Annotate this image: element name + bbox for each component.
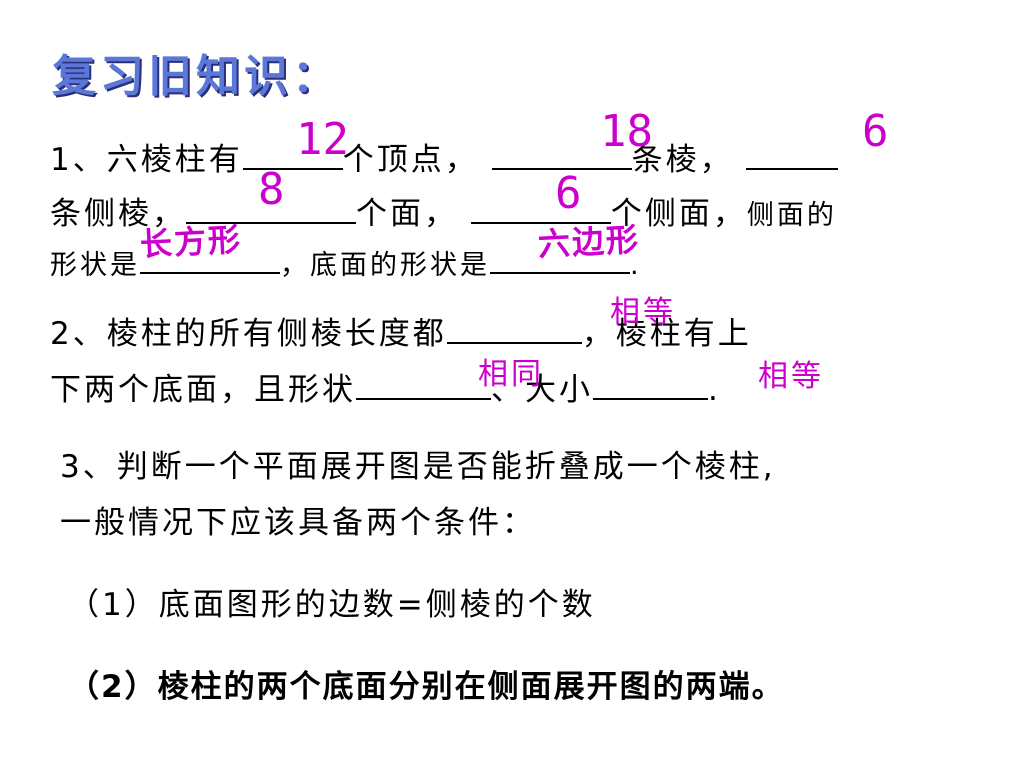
q2-line1: 2、棱柱的所有侧棱长度都 ，棱柱有上 xyxy=(50,316,752,350)
q1-line1-text-c: 条棱， xyxy=(631,142,734,178)
blank-lateral-lengths xyxy=(446,316,582,344)
q1-line2-text-a: 条侧棱， xyxy=(50,196,186,232)
q2-line2-text-b: 、大小 xyxy=(491,372,593,408)
blank-edges xyxy=(491,142,632,170)
q1-line2-text-d: 侧面的 xyxy=(746,200,837,231)
answer-edges: 18 xyxy=(600,106,653,157)
answer-lateral-edges: 6 xyxy=(862,106,889,157)
blank-faces xyxy=(186,196,356,224)
q1-line2-text-c: 个侧面， xyxy=(610,196,747,232)
blank-vertices xyxy=(242,142,343,170)
answer-lateral-faces: 6 xyxy=(555,168,582,219)
blank-lateral-edges xyxy=(746,142,839,170)
q1-line3-text-b: ，底面的形状是 xyxy=(280,250,490,281)
q1-line1-text-a: 1、六棱柱有 xyxy=(50,142,243,178)
answer-lateral-lengths: 相等 xyxy=(610,295,676,330)
answer-size: 相等 xyxy=(758,359,824,394)
answer-faces: 8 xyxy=(258,164,285,215)
q2-line2: 下两个底面，且形状 、大小. xyxy=(50,372,721,406)
q3-line1: 3、判断一个平面展开图是否能折叠成一个棱柱, xyxy=(60,449,776,485)
answer-base-shape: 六边形 xyxy=(537,220,641,264)
q2-line1-text-a: 2、棱柱的所有侧棱长度都 xyxy=(50,316,447,352)
blank-lateral-faces xyxy=(470,196,611,224)
q1-line3: 形状是 ，底面的形状是. xyxy=(50,250,642,279)
q1-line2-text-b: 个面， xyxy=(356,196,458,232)
q1-line3-text-c: . xyxy=(630,250,642,281)
answer-lateral-shape: 长方形 xyxy=(139,220,243,264)
q3-condition-1: （1）底面图形的边数=侧棱的个数 xyxy=(68,587,596,623)
answer-shape: 相同 xyxy=(478,357,544,392)
blank-shape xyxy=(356,372,491,400)
answer-vertices: 12 xyxy=(296,114,349,165)
blank-lateral-shape xyxy=(140,250,280,274)
q2-line2-text-a: 下两个底面，且形状 xyxy=(50,372,356,408)
blank-size xyxy=(593,372,708,400)
blank-base-shape xyxy=(490,250,630,274)
q1-line1: 1、六棱柱有 个顶点， 条棱， xyxy=(50,142,839,178)
q3-condition-2: （2）棱柱的两个底面分别在侧面展开图的两端。 xyxy=(68,669,785,705)
q1-line1-text-b: 个顶点， xyxy=(342,142,479,178)
page-title: 复习旧知识： xyxy=(52,51,340,102)
q2-line1-text-b: ，棱柱有上 xyxy=(581,316,752,352)
q1-line3-text-a: 形状是 xyxy=(50,250,140,281)
q2-line2-text-c: . xyxy=(708,372,721,408)
q3-line2: 一般情况下应该具备两个条件： xyxy=(60,505,536,541)
q1-line2: 条侧棱， 个面， 个侧面，侧面的 xyxy=(50,196,837,230)
